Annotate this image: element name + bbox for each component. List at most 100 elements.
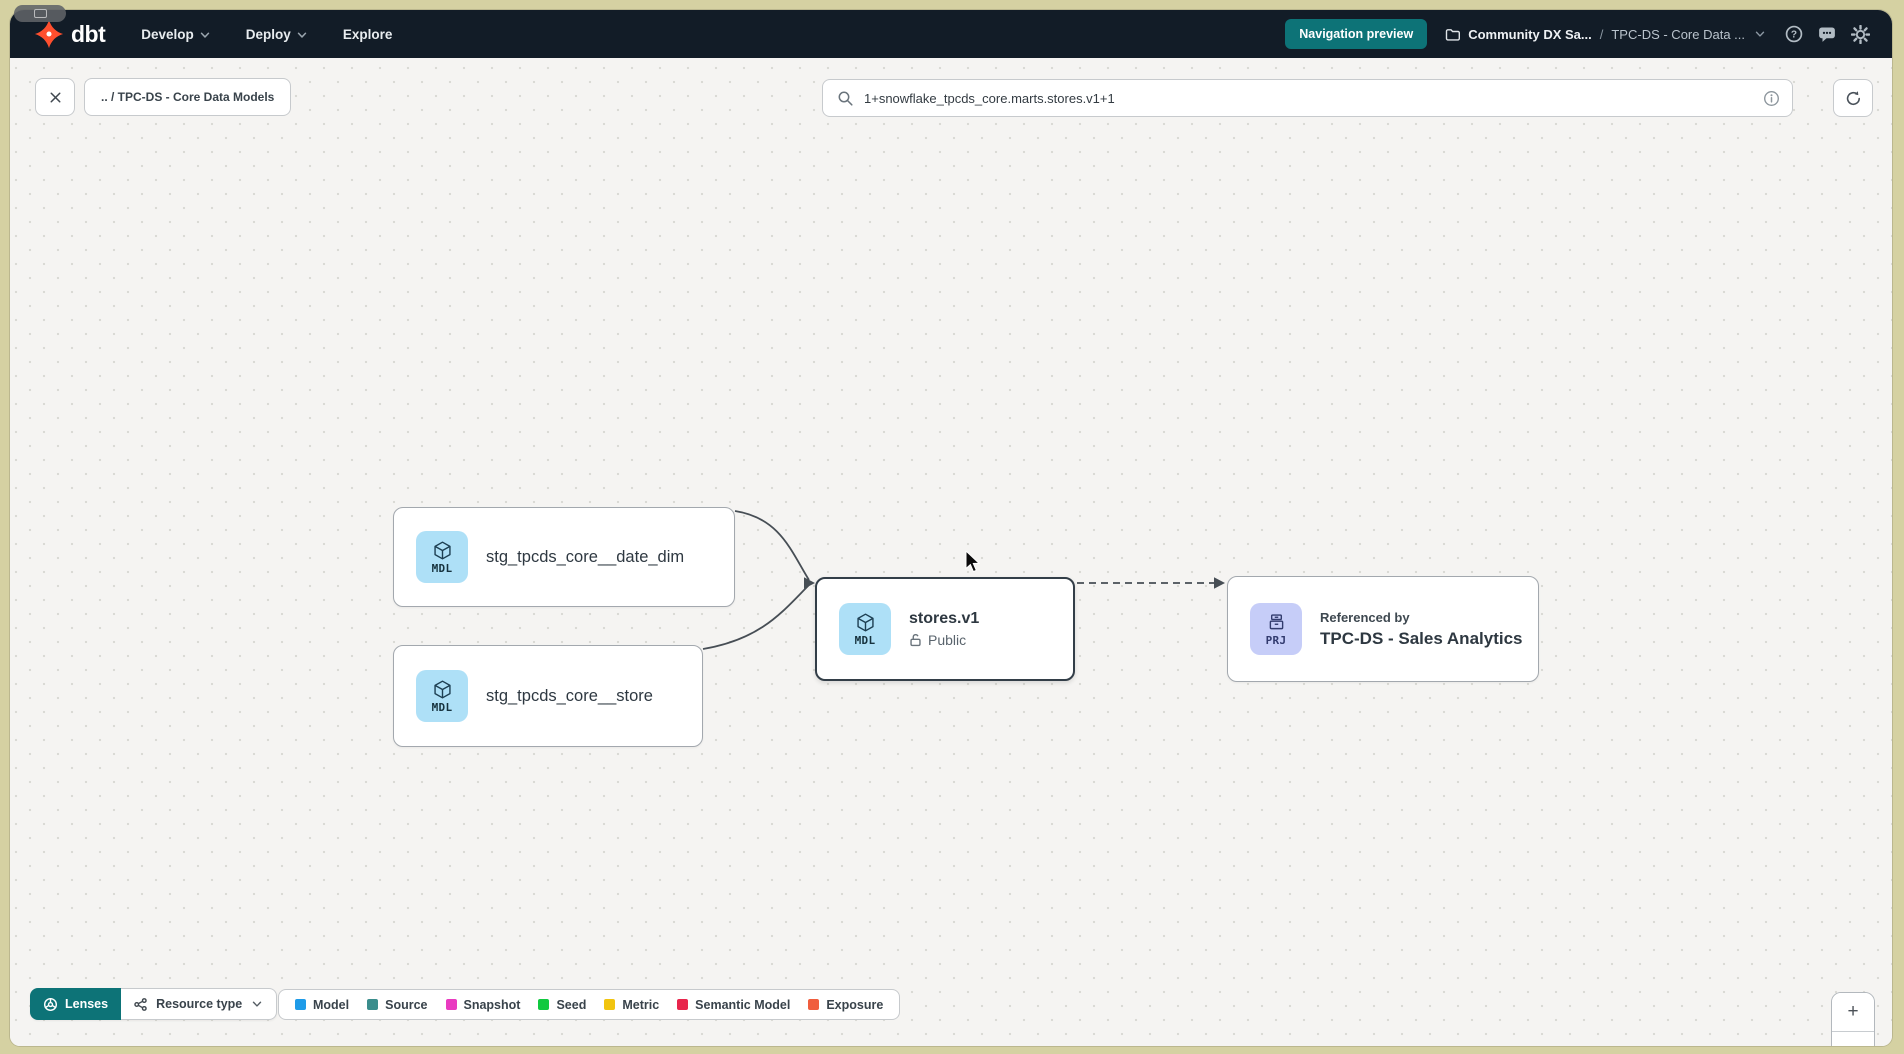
- legend-swatch: [445, 999, 457, 1010]
- resource-badge: MDL: [854, 633, 876, 647]
- node-referenced-by-project[interactable]: PRJ Referenced by TPC-DS - Sales Analyti…: [1227, 576, 1539, 682]
- legend-item-snapshot: Snapshot: [445, 997, 521, 1012]
- breadcrumb-account[interactable]: Community DX Sa...: [1468, 26, 1592, 42]
- close-icon: [49, 91, 61, 103]
- camera-icon: [33, 9, 47, 18]
- node-kicker: Referenced by: [1320, 609, 1410, 625]
- nav-item-label: Deploy: [245, 26, 291, 42]
- legend-label: Semantic Model: [695, 997, 791, 1012]
- resource-graph-icon: [134, 997, 147, 1011]
- legend-item-model: Model: [295, 998, 349, 1012]
- unlock-icon: [910, 634, 921, 647]
- edge-date-dim-to-stores: [734, 510, 810, 581]
- node-stg-tpcds-core-date-dim[interactable]: MDL stg_tpcds_core__date_dim: [393, 507, 735, 607]
- svg-text:?: ?: [1791, 30, 1797, 41]
- nav-item-label: Explore: [342, 26, 393, 42]
- legend-label: Seed: [556, 997, 587, 1012]
- dbt-logo-icon: [34, 19, 64, 49]
- node-title: stores.v1: [909, 610, 980, 627]
- node-stg-tpcds-core-store[interactable]: MDL stg_tpcds_core__store: [393, 645, 703, 747]
- refresh-button[interactable]: [1833, 79, 1873, 117]
- mouse-cursor: [965, 551, 981, 573]
- node-label: TPC-DS - Sales Analytics: [1320, 628, 1523, 648]
- screen-recording-pill: [14, 5, 66, 22]
- dbt-logo[interactable]: dbt: [34, 19, 106, 49]
- legend-item-metric: Metric: [604, 998, 659, 1012]
- lineage-edges: [702, 510, 1225, 650]
- chevron-down-icon: [297, 32, 307, 38]
- resource-badge: PRJ: [1265, 633, 1287, 647]
- info-icon[interactable]: [1763, 90, 1780, 107]
- chevron-down-icon: [253, 1001, 262, 1007]
- legend-swatch: [808, 999, 820, 1010]
- lenses-control: Lenses Resource type: [30, 988, 278, 1020]
- node-stores-v1-selected[interactable]: MDL stores.v1 Public: [815, 577, 1075, 681]
- resource-type-dropdown[interactable]: Resource type: [121, 988, 278, 1020]
- lenses-label: Lenses: [65, 997, 109, 1011]
- legend-label: Metric: [622, 997, 660, 1012]
- breadcrumb: Community DX Sa... / TPC-DS - Core Data …: [1445, 27, 1767, 42]
- arrowhead: [1214, 577, 1225, 589]
- top-navbar: dbt Develop Deploy Explore Navigation pr…: [10, 10, 1892, 58]
- legend-label: Model: [313, 997, 350, 1012]
- zoom-controls: + −: [1831, 992, 1875, 1046]
- project-resource-chip: PRJ: [1250, 603, 1302, 655]
- close-button[interactable]: [35, 78, 75, 116]
- chevron-down-icon[interactable]: [1753, 27, 1767, 41]
- model-resource-chip: MDL: [416, 670, 468, 722]
- cube-icon: [433, 540, 451, 560]
- project-stack-icon: [1269, 613, 1283, 629]
- legend-item-semantic-model: Semantic Model: [677, 998, 790, 1012]
- navigation-preview-button[interactable]: Navigation preview: [1285, 19, 1428, 49]
- legend-swatch: [295, 999, 306, 1010]
- legend-item-source: Source: [367, 997, 428, 1012]
- nav-icon-group: ?: [1785, 24, 1870, 44]
- lineage-canvas[interactable]: MDL stg_tpcds_core__date_dim MDL stg_tpc…: [10, 58, 1892, 1046]
- folder-icon: [1446, 28, 1461, 41]
- zoom-out-button[interactable]: −: [1832, 1031, 1874, 1046]
- legend-label: Snapshot: [463, 997, 521, 1012]
- resource-type-legend: Model Source Snapshot Seed Metric Semant…: [278, 989, 901, 1020]
- nav-item-explore[interactable]: Explore: [343, 27, 393, 42]
- nav-right: Navigation preview Community DX Sa... / …: [1285, 19, 1870, 49]
- legend-swatch: [367, 999, 379, 1010]
- arrowhead: [804, 577, 815, 589]
- help-icon[interactable]: ?: [1785, 25, 1803, 43]
- legend-item-exposure: Exposure: [808, 998, 883, 1012]
- legend-label: Exposure: [826, 997, 884, 1012]
- lens-icon: [43, 997, 58, 1011]
- zoom-in-button[interactable]: +: [1832, 993, 1874, 1032]
- chevron-down-icon: [200, 32, 210, 38]
- node-access: Public: [909, 632, 979, 648]
- access-label: Public: [928, 632, 967, 648]
- breadcrumb-separator: /: [1599, 26, 1604, 42]
- breadcrumb-project[interactable]: TPC-DS - Core Data ...: [1611, 26, 1745, 42]
- nav-item-deploy[interactable]: Deploy: [246, 26, 309, 42]
- resource-badge: MDL: [431, 700, 453, 714]
- lineage-path-chip[interactable]: .. / TPC-DS - Core Data Models: [84, 78, 292, 116]
- nav-item-develop[interactable]: Develop: [141, 26, 212, 42]
- nav-menu: Develop Deploy Explore: [141, 26, 392, 42]
- node-label: stg_tpcds_core__store: [486, 686, 653, 705]
- resource-type-label: Resource type: [156, 997, 243, 1011]
- nav-item-label: Develop: [141, 26, 194, 42]
- cube-icon: [433, 679, 451, 699]
- model-resource-chip: MDL: [839, 603, 891, 655]
- model-resource-chip: MDL: [416, 531, 468, 583]
- settings-gear-icon[interactable]: [1851, 24, 1870, 44]
- legend-label: Source: [385, 997, 428, 1012]
- node-label: stg_tpcds_core__date_dim: [486, 547, 685, 566]
- dbt-logo-text: dbt: [71, 20, 106, 47]
- refresh-icon: [1846, 90, 1860, 105]
- lineage-selector-bar: [822, 79, 1793, 117]
- app-window: dbt Develop Deploy Explore Navigation pr…: [10, 10, 1892, 1046]
- resource-badge: MDL: [431, 561, 453, 575]
- cube-icon: [856, 612, 874, 632]
- feedback-icon[interactable]: [1818, 25, 1836, 43]
- legend-item-seed: Seed: [538, 998, 586, 1012]
- lenses-button[interactable]: Lenses: [30, 988, 122, 1020]
- legend-swatch: [604, 999, 616, 1010]
- selector-input[interactable]: [864, 90, 1753, 106]
- search-icon: [838, 91, 853, 106]
- legend-swatch: [538, 999, 550, 1010]
